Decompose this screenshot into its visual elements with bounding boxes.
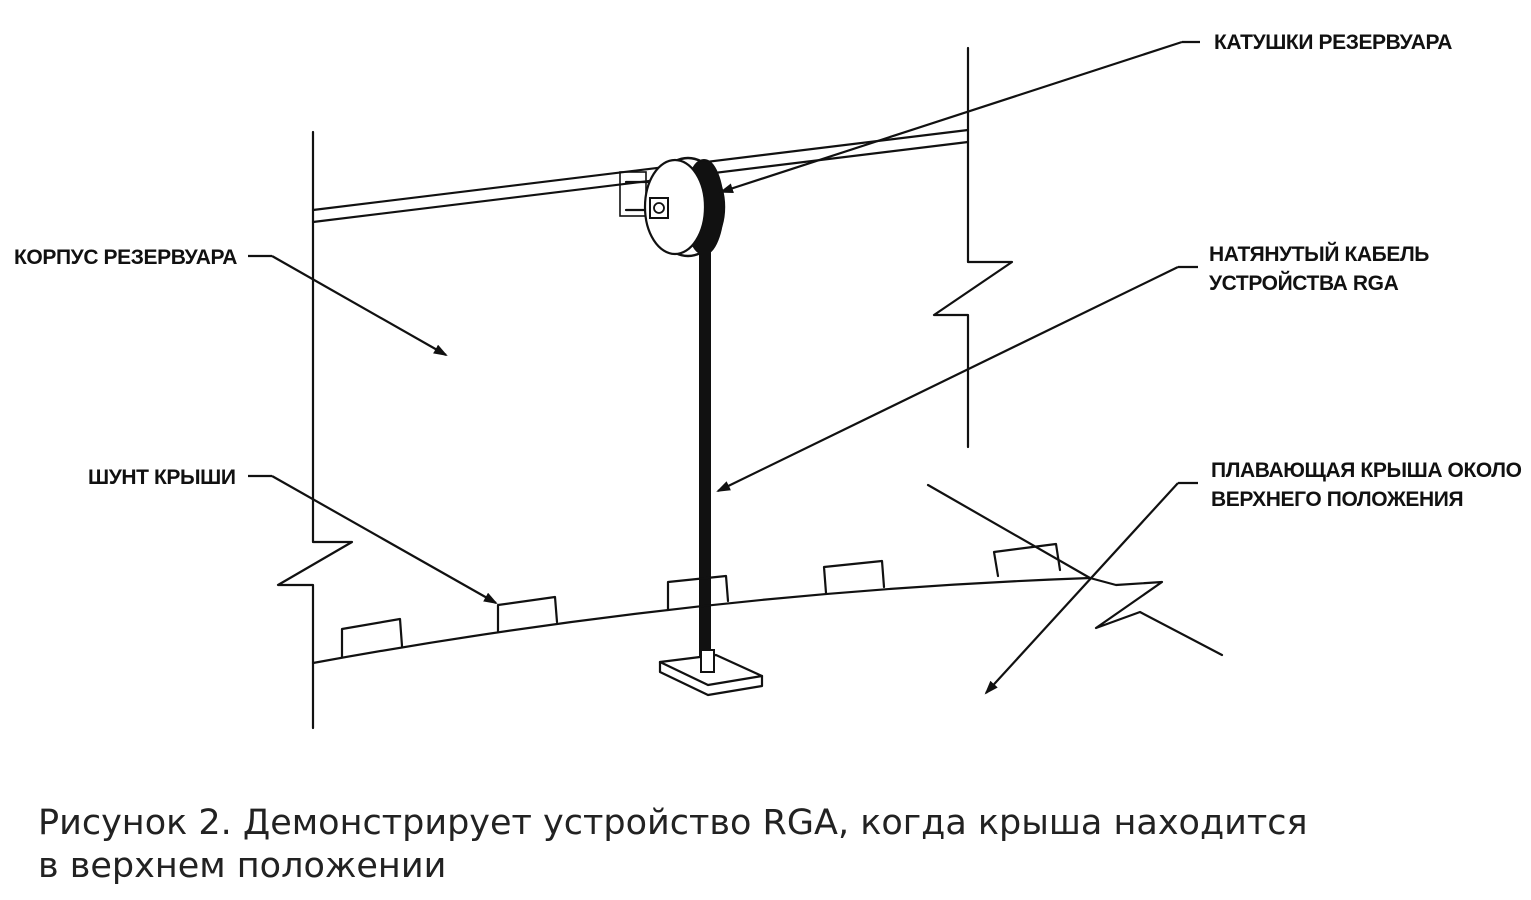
label-roof-line1: ПЛАВАЮЩАЯ КРЫША ОКОЛО bbox=[1211, 459, 1522, 482]
caption-line-2: в верхнем положении bbox=[38, 846, 447, 886]
callout-roof: ПЛАВАЮЩАЯ КРЫША ОКОЛО ВЕРХНЕГО ПОЛОЖЕНИЯ bbox=[984, 459, 1522, 695]
label-roof-line2: ВЕРХНЕГО ПОЛОЖЕНИЯ bbox=[1211, 488, 1463, 511]
cable-base-plate bbox=[658, 649, 764, 697]
tank-reel bbox=[619, 156, 726, 258]
callout-shunt: ШУНТ КРЫШИ bbox=[88, 466, 498, 604]
label-cable-line2: УСТРОЙСТВА RGA bbox=[1209, 271, 1399, 295]
callout-reel: КАТУШКИ РЕЗЕРВУАРА bbox=[719, 31, 1453, 194]
label-shunt: ШУНТ КРЫШИ bbox=[88, 466, 236, 489]
caption-line-1: Рисунок 2. Демонстрирует устройство RGA,… bbox=[38, 803, 1308, 843]
roof-shunts bbox=[340, 542, 1062, 659]
label-cable-line1: НАТЯНУТЫЙ КАБЕЛЬ bbox=[1209, 242, 1429, 266]
tank-wall-right bbox=[932, 46, 1014, 449]
rga-cable bbox=[699, 252, 711, 658]
tank-wall-left bbox=[276, 130, 354, 730]
figure-caption: Рисунок 2. Демонстрирует устройство RGA,… bbox=[38, 802, 1498, 888]
floating-roof bbox=[311, 483, 1224, 665]
label-reel: КАТУШКИ РЕЗЕРВУАРА bbox=[1214, 31, 1452, 54]
callout-shell: КОРПУС РЕЗЕРВУАРА bbox=[14, 246, 448, 356]
callout-cable: НАТЯНУТЫЙ КАБЕЛЬ УСТРОЙСТВА RGA bbox=[716, 242, 1430, 492]
label-shell: КОРПУС РЕЗЕРВУАРА bbox=[14, 246, 237, 269]
